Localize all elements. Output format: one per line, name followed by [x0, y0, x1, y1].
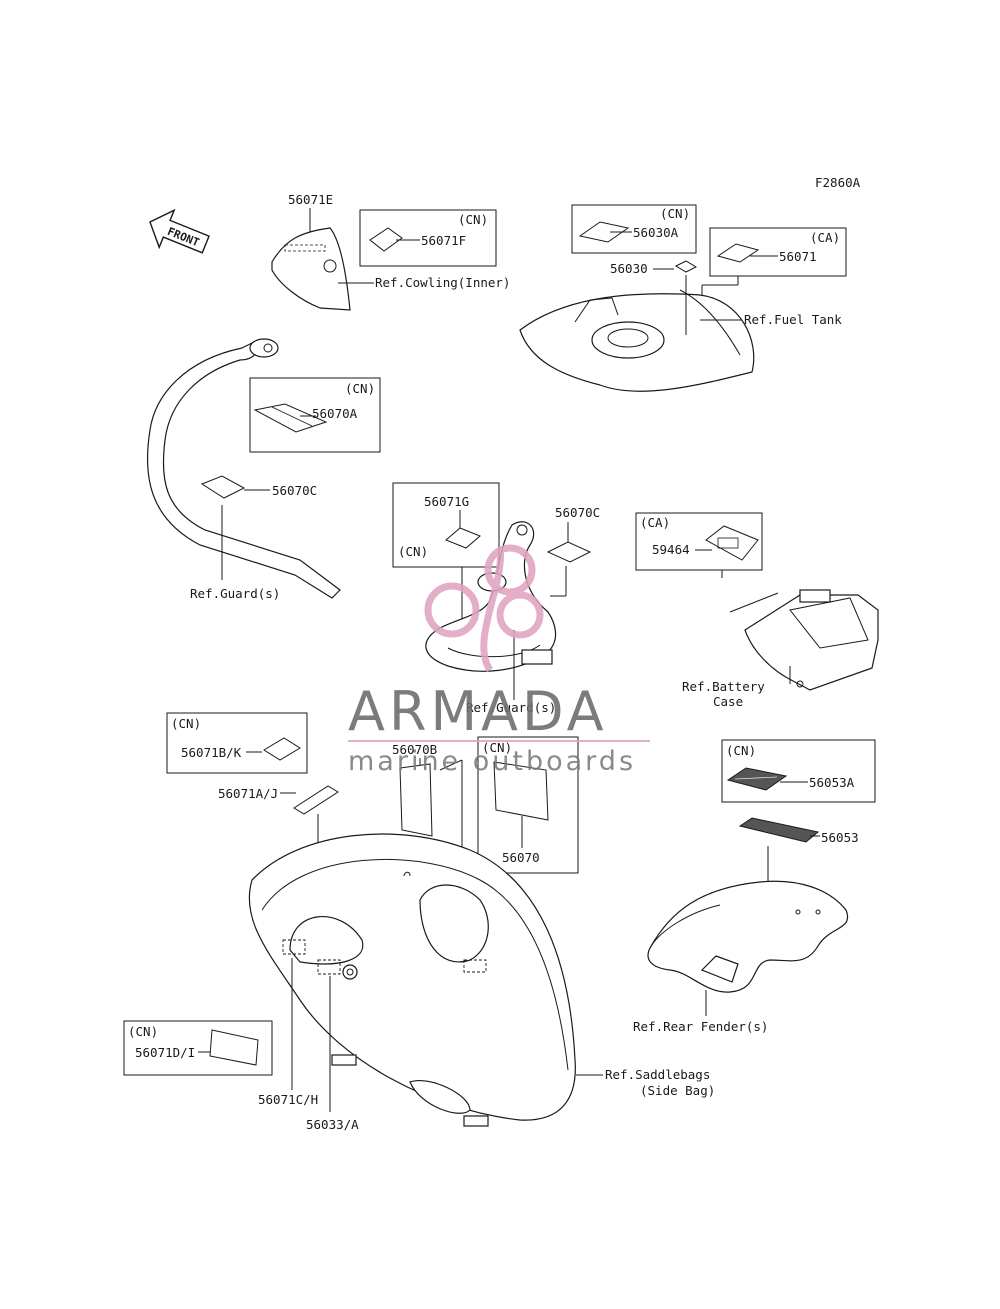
ref-fuel-tank: Ref.Fuel Tank — [744, 312, 842, 327]
label-sticker-56070A — [253, 403, 328, 433]
cn-tag-56071G: (CN) — [398, 544, 428, 559]
label-sticker-56030 — [674, 260, 698, 273]
label-sticker-56071AJ — [293, 785, 339, 815]
ref-saddlebags-1: Ref.Saddlebags — [605, 1067, 710, 1082]
label-sticker-56071 — [716, 243, 760, 263]
cn-box-56071G — [392, 482, 500, 568]
rear-fender-group: (CN) 56053A 56053 Ref.Rear Fender(s) — [633, 739, 876, 1034]
label-sticker-56071BK — [263, 737, 301, 761]
label-56071: 56071 — [779, 249, 817, 264]
label-56071G: 56071G — [424, 494, 469, 509]
cn-box-56053A — [721, 739, 876, 803]
ca-box-56071 — [709, 227, 847, 277]
cn-tag-56070: (CN) — [482, 740, 512, 755]
cn-tag-56070A: (CN) — [345, 381, 375, 396]
label-56033A: 56033/A — [306, 1117, 359, 1132]
figure-code: F2860A — [815, 175, 861, 190]
label-56070: 56070 — [502, 850, 540, 865]
ca-box-59464 — [635, 512, 763, 571]
watermark-tagline: marine outboards — [348, 746, 636, 777]
label-56071DI: 56071D/I — [135, 1045, 195, 1060]
cowling-inner-part — [271, 227, 351, 311]
watermark-logo-icon — [424, 544, 544, 672]
left-guard-part — [146, 339, 341, 599]
label-56071F: 56071F — [421, 233, 466, 248]
label-sticker-56071G — [445, 527, 481, 549]
label-sticker-56053A — [726, 767, 788, 791]
label-56030: 56030 — [610, 261, 648, 276]
label-56030A: 56030A — [633, 225, 679, 240]
label-56071BK: 56071B/K — [181, 745, 242, 760]
saddlebag-group: (CN) 56071B/K 56071A/J 56070B (CN) 56070 — [123, 712, 715, 1132]
rear-fender-part — [647, 880, 849, 993]
label-56071AJ: 56071A/J — [218, 786, 278, 801]
label-56053A: 56053A — [809, 775, 855, 790]
cn-tag-56071BK: (CN) — [171, 716, 201, 731]
ca-tag-56071: (CA) — [810, 230, 840, 245]
label-sticker-59464 — [705, 525, 759, 561]
label-sticker-56070B — [399, 763, 433, 837]
label-59464: 59464 — [652, 542, 690, 557]
ref-saddlebags-2: (Side Bag) — [640, 1083, 715, 1098]
watermark-brand: ARMADA — [348, 680, 608, 743]
label-56053: 56053 — [821, 830, 859, 845]
cn-tag-56053A: (CN) — [726, 743, 756, 758]
label-sticker-56070C-left — [200, 475, 246, 499]
watermark: ARMADA marine outboards — [348, 544, 650, 777]
cn-box-56030A — [571, 204, 697, 254]
cn-box-56071F — [359, 209, 497, 267]
label-sticker-56070C-center — [546, 541, 592, 563]
label-56070B: 56070B — [392, 742, 437, 757]
cn-tag-56030A: (CN) — [660, 206, 690, 221]
label-56071E: 56071E — [288, 192, 333, 207]
label-sticker-56071DI — [209, 1029, 259, 1066]
left-guard-group: (CN) 56070A 56070C Ref.Guard(s) — [146, 338, 381, 601]
label-56070A: 56070A — [312, 406, 358, 421]
label-sticker-56053 — [738, 817, 820, 843]
front-arrow-icon: FRONT — [149, 208, 210, 254]
ref-cowling-inner: Ref.Cowling(Inner) — [375, 275, 510, 290]
label-56070C-center: 56070C — [555, 505, 600, 520]
label-sticker-56070 — [493, 761, 549, 821]
ref-battery-case-1: Ref.Battery — [682, 679, 765, 694]
ca-tag-59464: (CA) — [640, 515, 670, 530]
label-sticker-56030A — [578, 221, 630, 243]
cn-tag-56071F: (CN) — [458, 212, 488, 227]
battery-case-group: (CA) 59464 Ref.Battery Case — [635, 512, 879, 709]
cn-box-56071DI — [123, 1020, 273, 1076]
label-sticker-56071F — [369, 227, 403, 252]
cn-box-56071BK — [166, 712, 308, 774]
ref-battery-case-2: Case — [713, 694, 743, 709]
saddlebag-part — [248, 833, 576, 1121]
label-56070C-left: 56070C — [272, 483, 317, 498]
fuel-tank-group: (CN) 56030A 56030 (CA) 56071 Ref.Fuel Ta… — [519, 204, 847, 392]
ref-rear-fender: Ref.Rear Fender(s) — [633, 1019, 768, 1034]
label-56071CH: 56071C/H — [258, 1092, 318, 1107]
cn-box-56070 — [477, 736, 579, 874]
battery-case-part — [744, 594, 879, 691]
cn-box-56070A — [249, 377, 381, 453]
ref-guard-left: Ref.Guard(s) — [190, 586, 280, 601]
cn-tag-56071DI: (CN) — [128, 1024, 158, 1039]
cowling-inner-group: 56071E Ref.Cowling(Inner) (CN) 56071F — [271, 192, 510, 311]
ref-guard-center: Ref.Guard(s) — [466, 700, 556, 715]
